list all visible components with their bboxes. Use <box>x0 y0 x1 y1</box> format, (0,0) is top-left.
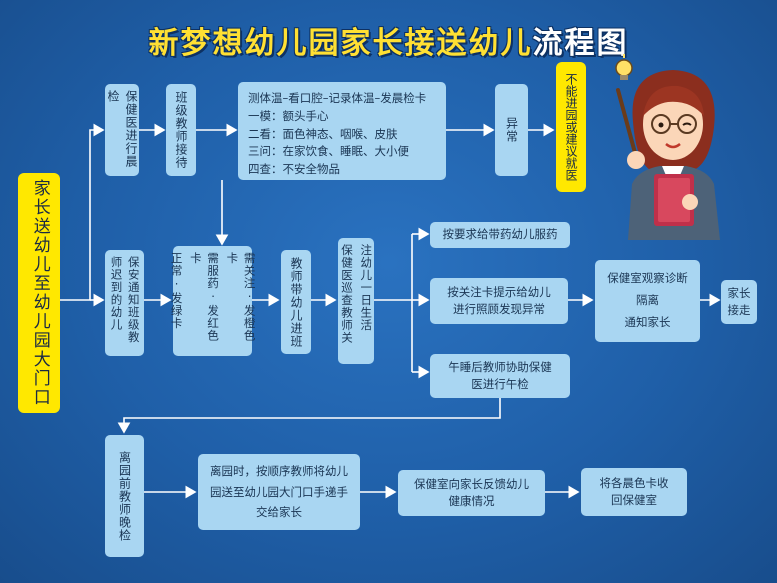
node-start-text: 家长送幼儿至幼儿园大门口 <box>29 179 50 407</box>
card-col-red: 需服药·发红色卡 <box>188 252 221 342</box>
node-nap-check-text: 午睡后教师协助保健医进行午检 <box>448 359 552 391</box>
title-accent: 流程图 <box>532 26 629 61</box>
health-room-line: 通知家长 <box>624 314 671 329</box>
check-step: 测体温–看口腔–记录体温–发晨检卡 <box>248 91 427 105</box>
title-main: 新梦想幼儿园家长接送幼儿 <box>148 26 533 61</box>
check-step: 一模：额头手心 <box>248 108 329 123</box>
node-leave-order-text: 离园时，按顺序教师将幼儿园送至幼儿园大门口手递手交给家长 <box>210 463 348 520</box>
node-health-room: 保健室观察诊断 隔离 通知家长 <box>595 260 700 342</box>
check-step: 三问：在家饮食、睡眠、大小便 <box>248 144 409 159</box>
node-parent-pickup-text: 家长接走 <box>727 285 751 317</box>
node-refuse: 不能进园或建议就医 <box>556 62 586 192</box>
health-room-line: 隔离 <box>636 293 659 308</box>
node-late-notify-text: 保安通知班级教师迟到的幼儿 <box>109 256 141 344</box>
health-room-line: 保健室观察诊断 <box>607 271 688 286</box>
node-return-card: 将各晨色卡收回保健室 <box>581 468 687 516</box>
card-col-green: 正常·发绿卡 <box>169 252 184 330</box>
node-teacher-receive-text: 班级教师接待 <box>174 91 188 169</box>
node-cards: 需关注·发橙色卡 需服药·发红色卡 正常·发绿卡 <box>170 246 257 356</box>
node-leave-check: 离园前教师晚检 <box>105 435 144 557</box>
node-health-feedback: 保健室向家长反馈幼儿健康情况 <box>398 470 545 516</box>
node-start: 家长送幼儿至幼儿园大门口 <box>18 173 60 413</box>
node-parent-pickup: 家长接走 <box>721 280 757 324</box>
node-focus-card: 按关注卡提示给幼儿进行照顾发现异常 <box>430 278 568 324</box>
patrol-col-2: 保健医巡查教师关 <box>340 244 354 344</box>
card-col-orange: 需关注·发橙色卡 <box>225 252 257 342</box>
node-focus-card-text: 按关注卡提示给幼儿进行照顾发现异常 <box>447 284 551 316</box>
node-morning-check: 保健医进行晨检 <box>105 84 139 176</box>
node-medicine-text: 按要求给带药幼儿服药 <box>442 227 558 242</box>
check-step: 四查：不安全物品 <box>248 162 340 177</box>
node-health-patrol: 注幼儿一日生活 保健医巡查教师关 <box>338 238 374 364</box>
node-morning-check-text: 保健医进行晨检 <box>106 90 138 168</box>
node-medicine: 按要求给带药幼儿服药 <box>430 222 570 248</box>
node-late-notify: 保安通知班级教师迟到的幼儿 <box>105 250 144 356</box>
node-teacher-class-text: 教师带幼儿进班 <box>289 256 303 348</box>
node-refuse-text: 不能进园或建议就医 <box>564 73 578 181</box>
check-step: 二看：面色神态、咽喉、皮肤 <box>248 126 398 141</box>
node-teacher-class: 教师带幼儿进班 <box>281 250 311 354</box>
node-nap-check: 午睡后教师协助保健医进行午检 <box>430 354 570 398</box>
node-leave-order: 离园时，按顺序教师将幼儿园送至幼儿园大门口手递手交给家长 <box>198 454 360 530</box>
teacher-illustration-icon <box>615 54 720 240</box>
node-check-steps: 测体温–看口腔–记录体温–发晨检卡 一模：额头手心 二看：面色神态、咽喉、皮肤 … <box>238 82 446 180</box>
node-abnormal: 异常 <box>495 84 528 176</box>
page-title: 新梦想幼儿园家长接送幼儿流程图 <box>0 18 777 62</box>
patrol-col-1: 注幼儿一日生活 <box>359 244 374 332</box>
node-health-feedback-text: 保健室向家长反馈幼儿健康情况 <box>414 476 529 508</box>
node-return-card-text: 将各晨色卡收回保健室 <box>599 475 669 507</box>
node-teacher-receive: 班级教师接待 <box>166 84 196 176</box>
node-leave-check-text: 离园前教师晚检 <box>117 450 132 542</box>
node-abnormal-text: 异常 <box>504 117 519 143</box>
